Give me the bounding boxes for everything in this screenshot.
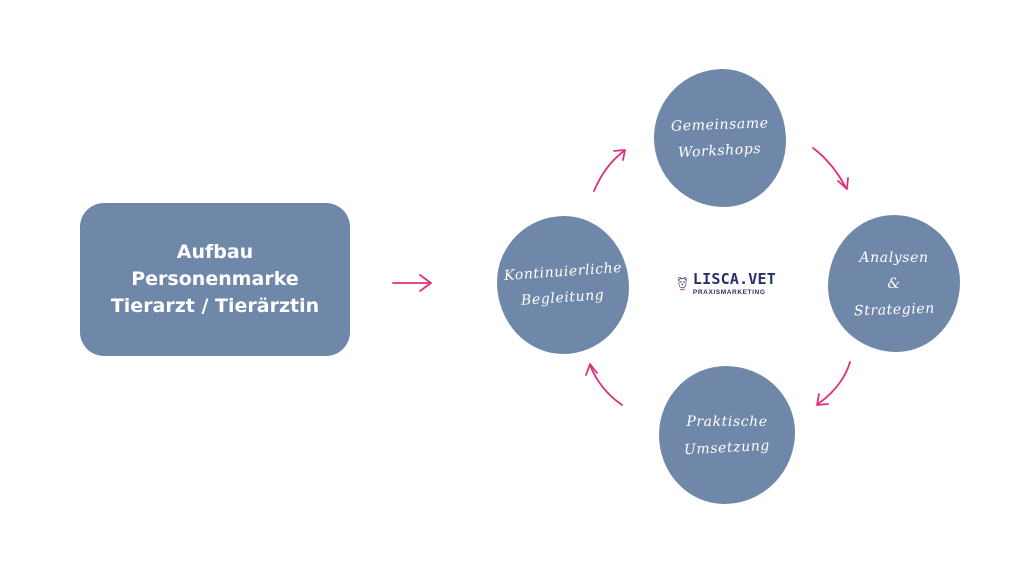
cycle-node-workshops: Gemeinsame Workshops xyxy=(654,69,786,207)
arrow-bottom-to-left xyxy=(585,363,623,406)
cycle-node-label: Workshops xyxy=(678,140,762,162)
cycle-node-umsetzung: Praktische Umsetzung xyxy=(659,366,795,504)
cycle-node-label: & xyxy=(887,275,901,292)
main-topic-line-1: Aufbau xyxy=(176,241,254,263)
arrow-right-to-bottom xyxy=(816,361,851,406)
cycle-node-label: Analysen xyxy=(859,249,929,266)
cycle-node-label: Strategien xyxy=(853,300,935,319)
main-topic-line-3: Tierarzt / Tierärztin xyxy=(110,295,320,317)
main-arrow xyxy=(392,274,432,292)
cycle-node-label: Begleitung xyxy=(520,287,606,309)
brand-logo-text: LISCA.VET PRAXISMARKETING xyxy=(693,271,776,297)
arrow-top-to-right xyxy=(812,147,849,190)
cycle-node-label: Praktische xyxy=(686,414,768,430)
arrow-left-to-top xyxy=(593,149,626,192)
brand-logo: LISCA.VET PRAXISMARKETING xyxy=(676,264,776,304)
cycle-node-label: Umsetzung xyxy=(683,437,771,459)
main-topic-line-2: Personenmarke xyxy=(131,268,299,290)
dog-logo-icon xyxy=(677,277,688,291)
cycle-node-begleitung: Kontinuierliche Begleitung xyxy=(497,216,629,354)
brand-name: LISCA.VET xyxy=(692,270,776,288)
brand-tagline: PRAXISMARKETING xyxy=(692,289,766,296)
cycle-node-analysen-strategien: Analysen & Strategien xyxy=(828,215,960,352)
main-topic-box: Aufbau Personenmarke Tierarzt / Tierärzt… xyxy=(80,203,350,356)
